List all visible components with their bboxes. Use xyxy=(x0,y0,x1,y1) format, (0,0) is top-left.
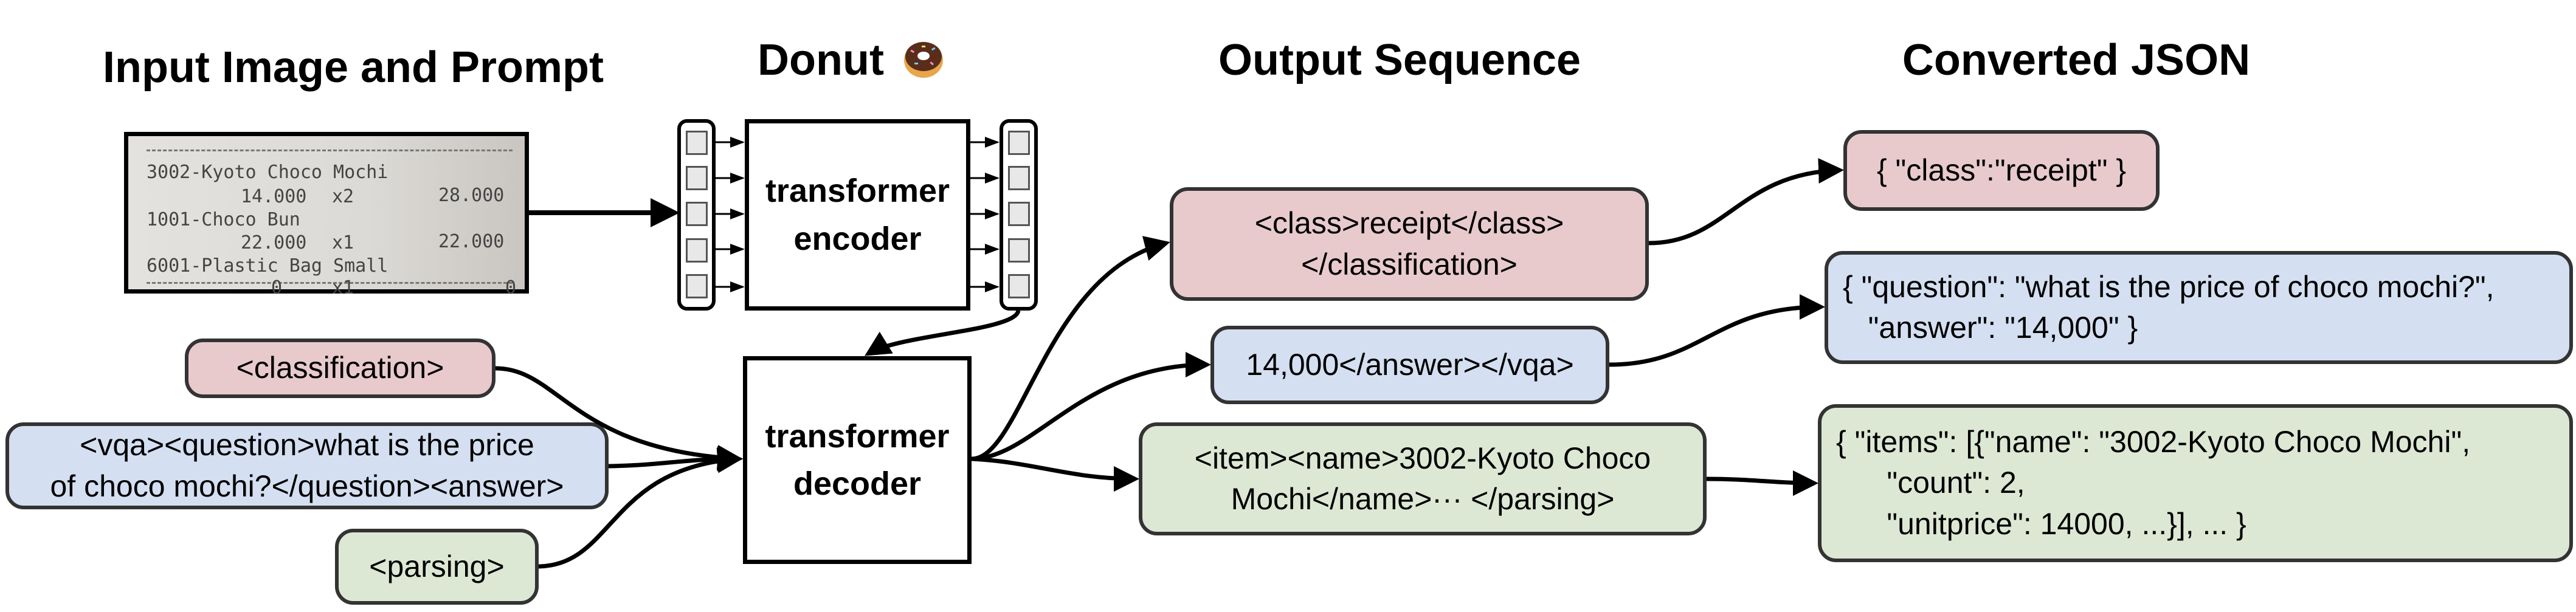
receipt-item-total: 22.000 xyxy=(438,231,505,252)
token xyxy=(1008,274,1030,298)
arrow-encoder-to-decoder xyxy=(865,309,1021,356)
transformer-decoder: transformer decoder xyxy=(743,356,972,564)
receipt-item-name: 6001-Plastic Bag Small xyxy=(147,255,388,277)
token xyxy=(686,274,708,298)
encoder-token-arrows xyxy=(716,137,1000,292)
transformer-encoder: transformer encoder xyxy=(745,119,970,311)
receipt-item-total: 28.000 xyxy=(438,185,505,206)
json-parsing: { "items": [{"name": "3002-Kyoto Choco M… xyxy=(1818,404,2573,562)
arrow-parsing-to-decoder xyxy=(538,447,743,569)
output-vqa: 14,000</answer></vqa> xyxy=(1210,326,1609,404)
arrow-parsing-to-json xyxy=(1706,470,1818,496)
arrow-decoder-to-classification xyxy=(971,236,1170,461)
arrow-decoder-to-parsing xyxy=(971,456,1139,492)
output-classification: <class>receipt</class> </classification> xyxy=(1170,187,1649,301)
receipt-item-name: 1001-Choco Bun xyxy=(147,209,300,230)
token xyxy=(686,238,708,263)
header-model-text: Donut xyxy=(758,36,884,84)
receipt-item-qty: x1 xyxy=(332,277,354,298)
json-classification: { "class":"receipt" } xyxy=(1843,130,2160,211)
arrow-class-to-json xyxy=(1648,158,1844,246)
receipt-item-price: 14.000 xyxy=(241,186,307,207)
receipt-item-total: 0 xyxy=(505,277,517,298)
receipt-item-qty: x1 xyxy=(332,232,354,253)
token xyxy=(1008,166,1030,190)
prompt-parsing: <parsing> xyxy=(335,529,539,605)
header-input: Input Image and Prompt xyxy=(102,43,604,92)
header-model: Donut xyxy=(758,35,945,85)
arrow-classification-to-decoder xyxy=(495,366,743,471)
receipt-item-name: 3002-Kyoto Choco Mochi xyxy=(147,162,388,183)
token xyxy=(1008,238,1030,263)
receipt-item-qty: x2 xyxy=(332,186,354,207)
receipt-item-price: 0 xyxy=(271,277,283,298)
encoder-output-tokens xyxy=(1000,119,1038,311)
token xyxy=(686,166,708,190)
token xyxy=(1008,202,1030,226)
arrow-vqa-to-json xyxy=(1609,294,1825,367)
output-parsing: <item><name>3002-Kyoto Choco Mochi</name… xyxy=(1139,422,1707,535)
prompt-classification: <classification> xyxy=(185,339,496,398)
receipt-divider xyxy=(147,282,513,284)
header-output: Output Sequence xyxy=(1218,36,1581,84)
prompt-vqa: <vqa><question>what is the price of choc… xyxy=(5,422,609,509)
donut-icon xyxy=(903,42,943,78)
token xyxy=(686,131,708,155)
receipt-item-price: 22.000 xyxy=(241,232,307,253)
header-json: Converted JSON xyxy=(1902,36,2251,84)
receipt-image: 3002-Kyoto Choco Mochi 14.000 x2 28.000 … xyxy=(124,132,529,298)
token xyxy=(686,202,708,226)
receipt-divider xyxy=(147,150,513,151)
json-vqa: { "question": "what is the price of choc… xyxy=(1825,251,2573,364)
arrow-decoder-to-vqa xyxy=(971,352,1211,461)
token xyxy=(1008,131,1030,155)
